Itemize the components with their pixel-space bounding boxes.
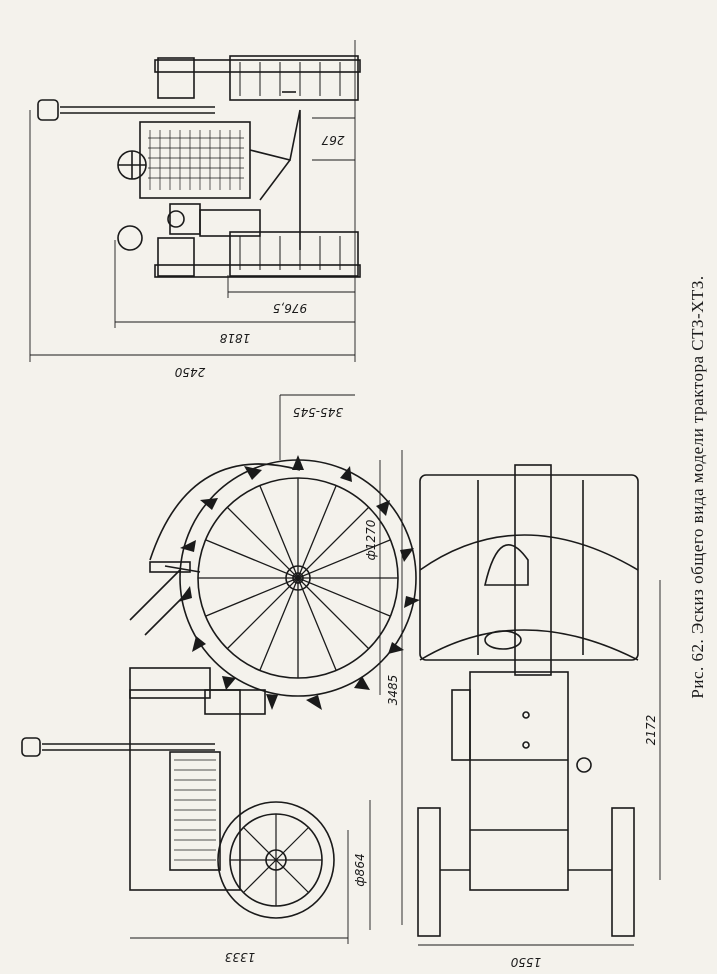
dim-front-width: 1550 [510, 955, 541, 969]
front-wheel-left [417, 807, 441, 937]
front-wheel-right [611, 807, 635, 937]
dim-side-front-wheel: ф864 [353, 853, 367, 886]
dim-side-overall-length: 3485 [386, 675, 400, 706]
dim-front-height: 2172 [644, 715, 658, 746]
front-rear-wheels [419, 474, 639, 661]
top-rail-lower [154, 264, 361, 278]
top-rear-wheel-left [229, 55, 359, 101]
dim-top-overall-length: 2450 [174, 365, 205, 379]
top-rear-wheel-right [229, 231, 359, 277]
top-drawbar-hook [37, 99, 59, 121]
dim-top-track-width: 1818 [219, 331, 250, 345]
side-drawbar-hook [21, 737, 41, 757]
side-radiator [129, 689, 241, 891]
top-front-wheel-left [157, 57, 195, 99]
top-rail-upper [154, 59, 361, 73]
figure-caption: Рис. 62. Эскиз общего вида модели тракто… [688, 275, 707, 699]
dim-side-drawbar-height: 345-545 [293, 405, 343, 419]
top-front-wheel-right [157, 237, 195, 277]
front-view [417, 464, 661, 946]
front-hood [469, 671, 569, 891]
dim-side-height: 1333 [225, 950, 256, 964]
top-view [29, 40, 361, 362]
side-front-wheel [217, 801, 335, 919]
dim-top-offset: 267 [321, 133, 344, 147]
side-view [21, 394, 420, 944]
top-radiator [139, 121, 251, 199]
dim-side-rear-wheel: ф1270 [364, 519, 378, 560]
dim-top-wheel-base-half: 976,5 [273, 301, 307, 315]
